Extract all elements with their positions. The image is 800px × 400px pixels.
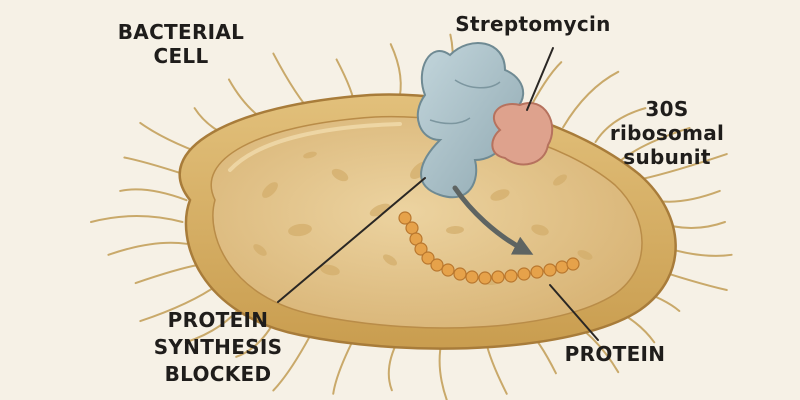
streptomycin-molecule-icon <box>416 42 525 199</box>
flagellum <box>119 188 188 202</box>
granule <box>553 174 567 186</box>
streptomycin-label-text: Streptomycin <box>455 12 611 36</box>
protein-label-text: PROTEIN <box>564 342 666 366</box>
protein-bead <box>405 221 419 235</box>
protein-bead <box>421 251 435 265</box>
flagellum <box>107 241 188 256</box>
bacterial-cell-label-line2: CELL <box>153 44 209 68</box>
flagellum <box>332 335 357 395</box>
ribosomal-subunit-label-line1: 30S <box>645 97 689 121</box>
protein-bead <box>478 271 492 285</box>
protein-bead <box>441 263 455 277</box>
ribosomal-subunit-label-line3: subunit <box>623 145 711 169</box>
blocked-label-line3: BLOCKED <box>164 362 272 386</box>
granule <box>369 203 391 217</box>
granule <box>262 182 278 198</box>
blocked-callout-line <box>277 177 426 303</box>
protein-bead <box>430 258 444 272</box>
bacterial-cell-label-line1: BACTERIAL <box>117 20 245 44</box>
granule <box>331 168 349 182</box>
protein-bead <box>530 265 544 279</box>
granule <box>320 264 340 276</box>
strep-callout-line <box>526 47 554 111</box>
bacterial-cell-label: BACTERIAL CELL <box>86 20 276 68</box>
protein-bead <box>555 260 569 274</box>
streptomycin-label: Streptomycin <box>428 12 638 36</box>
curved-arrow-icon <box>452 185 534 255</box>
granule <box>288 223 312 237</box>
flagellum <box>594 107 647 143</box>
flagellum <box>652 189 721 203</box>
flagellum <box>640 153 728 181</box>
callout-lines <box>277 47 599 341</box>
blocked-label-line1: PROTEIN <box>167 308 269 332</box>
protein-bead <box>517 267 531 281</box>
granule <box>577 250 593 260</box>
granule <box>303 151 317 159</box>
ribosomal-subunit-label-line2: ribosomal <box>609 121 725 145</box>
protein-synthesis-blocked-label: PROTEIN SYNTHESIS BLOCKED <box>133 307 303 388</box>
granule <box>531 224 549 236</box>
protein-chain-icon <box>398 211 580 285</box>
protein-bead <box>504 269 518 283</box>
protein-bead <box>453 267 467 281</box>
protein-bead <box>414 242 428 256</box>
flagellum <box>90 215 184 223</box>
blocked-label-line2: SYNTHESIS <box>153 335 283 359</box>
protein-bead <box>566 257 580 271</box>
flagellum <box>562 70 620 129</box>
granule <box>446 225 464 235</box>
flagellum <box>134 263 200 285</box>
ribosome-subunit-icon <box>491 102 554 166</box>
granule <box>490 189 510 201</box>
protein-bead <box>491 270 505 284</box>
protein-label: PROTEIN <box>540 342 690 366</box>
granule <box>383 254 397 266</box>
protein-bead <box>543 263 557 277</box>
granule <box>253 244 267 256</box>
flagellum <box>620 126 691 161</box>
protein-bead <box>398 211 412 225</box>
protein-bead <box>465 270 479 284</box>
protein-callout-line <box>549 284 599 341</box>
ribosomal-subunit-label: 30S ribosomal subunit <box>592 97 742 169</box>
cell-highlight <box>228 122 402 172</box>
